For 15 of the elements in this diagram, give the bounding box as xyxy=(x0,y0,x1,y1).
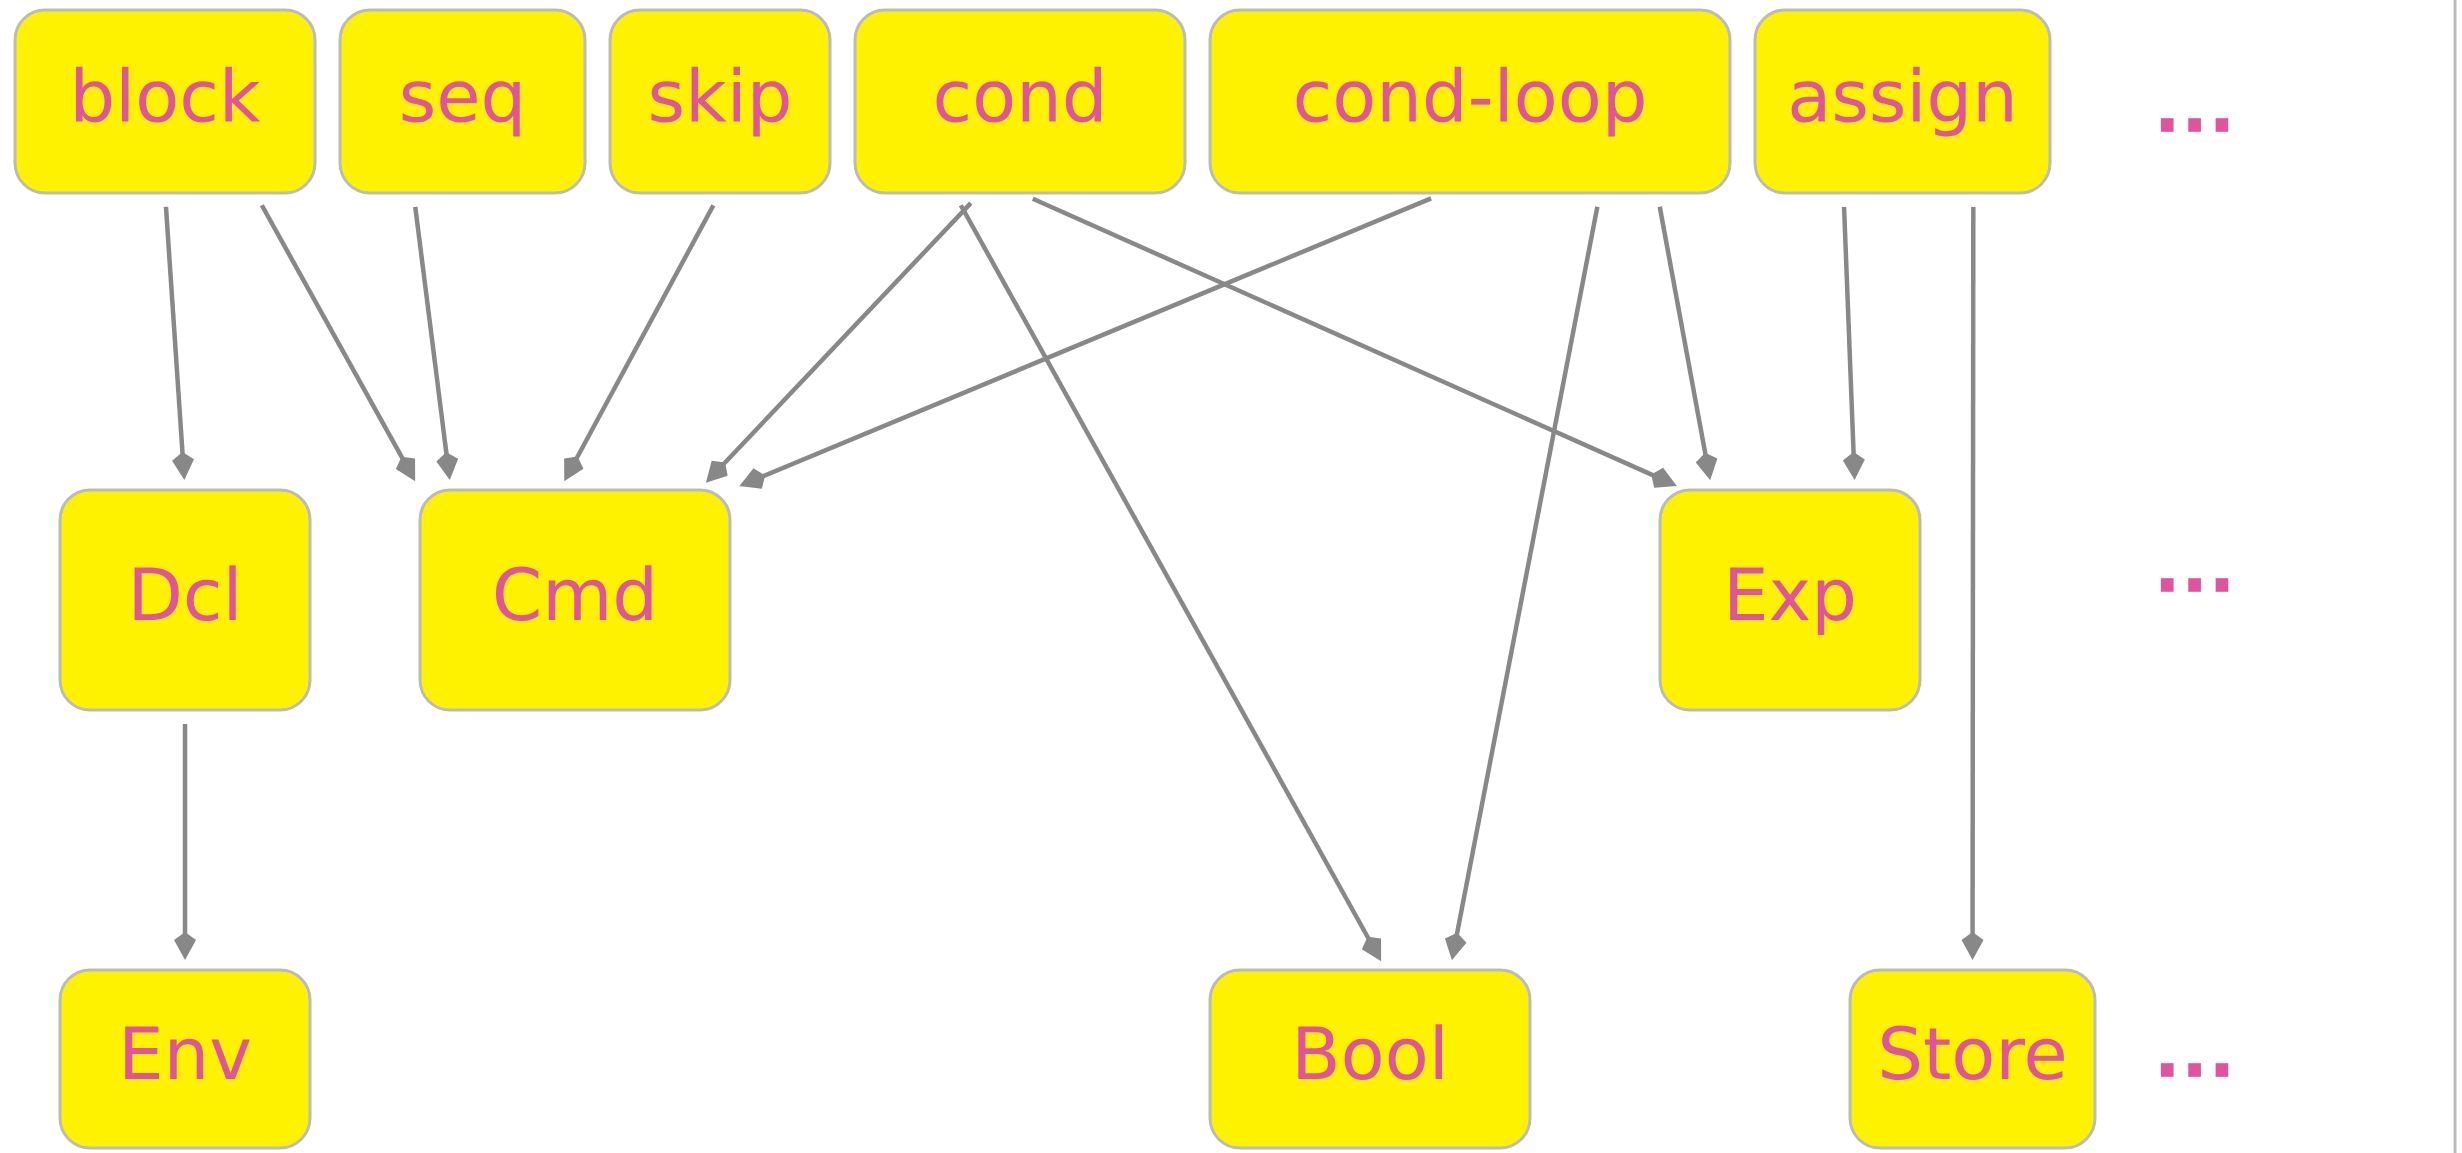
label-box: Bool xyxy=(1208,968,1532,1150)
label-box: Store xyxy=(1848,968,2097,1150)
label-box: Env xyxy=(58,968,312,1150)
label-box: Dcl xyxy=(58,488,312,712)
ellipsis: ... xyxy=(2160,578,2229,592)
label-box: skip xyxy=(608,8,832,195)
label-box: block xyxy=(13,8,317,195)
label-box: cond-loop xyxy=(1208,8,1732,195)
ellipsis: ... xyxy=(2160,118,2229,132)
label-box: Cmd xyxy=(418,488,732,712)
label-box: Exp xyxy=(1658,488,1922,712)
label-box: assign xyxy=(1753,8,2052,195)
label-box: cond xyxy=(853,8,1187,195)
label-box: seq xyxy=(338,8,587,195)
ellipsis: ... xyxy=(2160,1063,2229,1077)
